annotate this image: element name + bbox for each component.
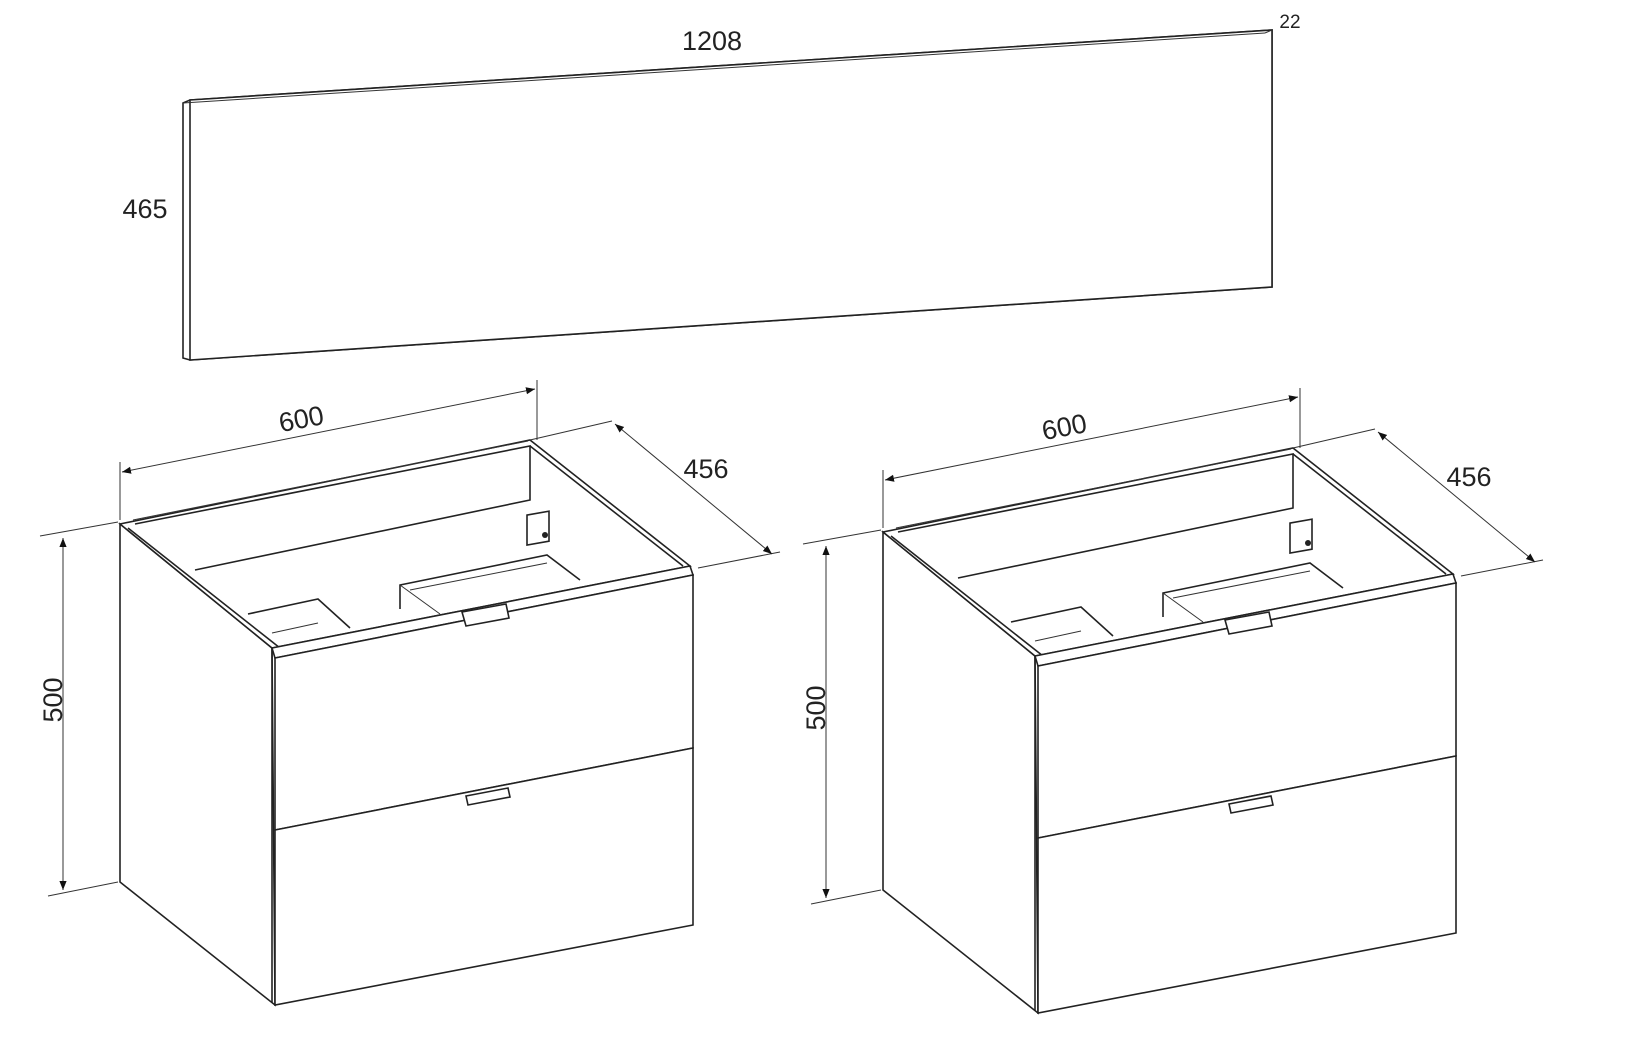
drain-hole bbox=[542, 532, 548, 538]
width-dimension-arrow bbox=[121, 387, 536, 474]
drawer-bottom bbox=[1037, 755, 1457, 1014]
drawer-handle-top bbox=[1223, 611, 1273, 635]
drawer-bottom bbox=[274, 747, 694, 1006]
inner-frame-right-c bbox=[399, 584, 441, 615]
drawer-handle-top bbox=[460, 603, 510, 627]
inner-frame-left bbox=[247, 598, 351, 629]
wall-panel: 1208 465 22 bbox=[122, 12, 1301, 361]
drawer-handle-bottom bbox=[465, 787, 511, 806]
drain-box bbox=[526, 510, 550, 547]
inner-frame-right bbox=[399, 554, 581, 609]
ext-line bbox=[1460, 559, 1544, 577]
ext-line bbox=[1292, 428, 1376, 449]
depth-label: 456 bbox=[1446, 462, 1491, 492]
ext-line bbox=[802, 529, 882, 545]
height-label: 500 bbox=[38, 677, 68, 722]
depth-label: 456 bbox=[683, 454, 728, 484]
drawer-handle-bottom bbox=[1228, 795, 1274, 814]
ext-line bbox=[39, 521, 119, 537]
left-rail bbox=[890, 535, 1044, 657]
ext-line bbox=[697, 551, 781, 569]
panel-depth-label: 22 bbox=[1279, 12, 1300, 33]
drain-box bbox=[1289, 518, 1313, 555]
ext-line bbox=[47, 881, 119, 897]
inner-frame-left bbox=[1010, 606, 1114, 637]
ext-line bbox=[810, 889, 882, 905]
inner-frame-right-b bbox=[1172, 570, 1311, 599]
inner-frame-right-b bbox=[409, 562, 548, 591]
ext-line bbox=[529, 420, 613, 441]
depth-dimension-arrow bbox=[614, 423, 773, 555]
panel-height-label: 465 bbox=[122, 194, 167, 224]
width-dimension-arrow bbox=[884, 395, 1299, 482]
panel-width-label: 1208 bbox=[682, 26, 742, 56]
inner-frame-left-b bbox=[1034, 630, 1082, 642]
height-label: 500 bbox=[801, 685, 831, 730]
left-rail bbox=[127, 527, 281, 649]
inner-frame-right bbox=[1162, 562, 1344, 617]
inner-frame-left-b bbox=[271, 622, 319, 634]
drain-hole bbox=[1305, 540, 1311, 546]
inner-frame-right-c bbox=[1162, 592, 1204, 623]
panel-front bbox=[189, 29, 1273, 361]
depth-dimension-arrow bbox=[1377, 431, 1536, 563]
